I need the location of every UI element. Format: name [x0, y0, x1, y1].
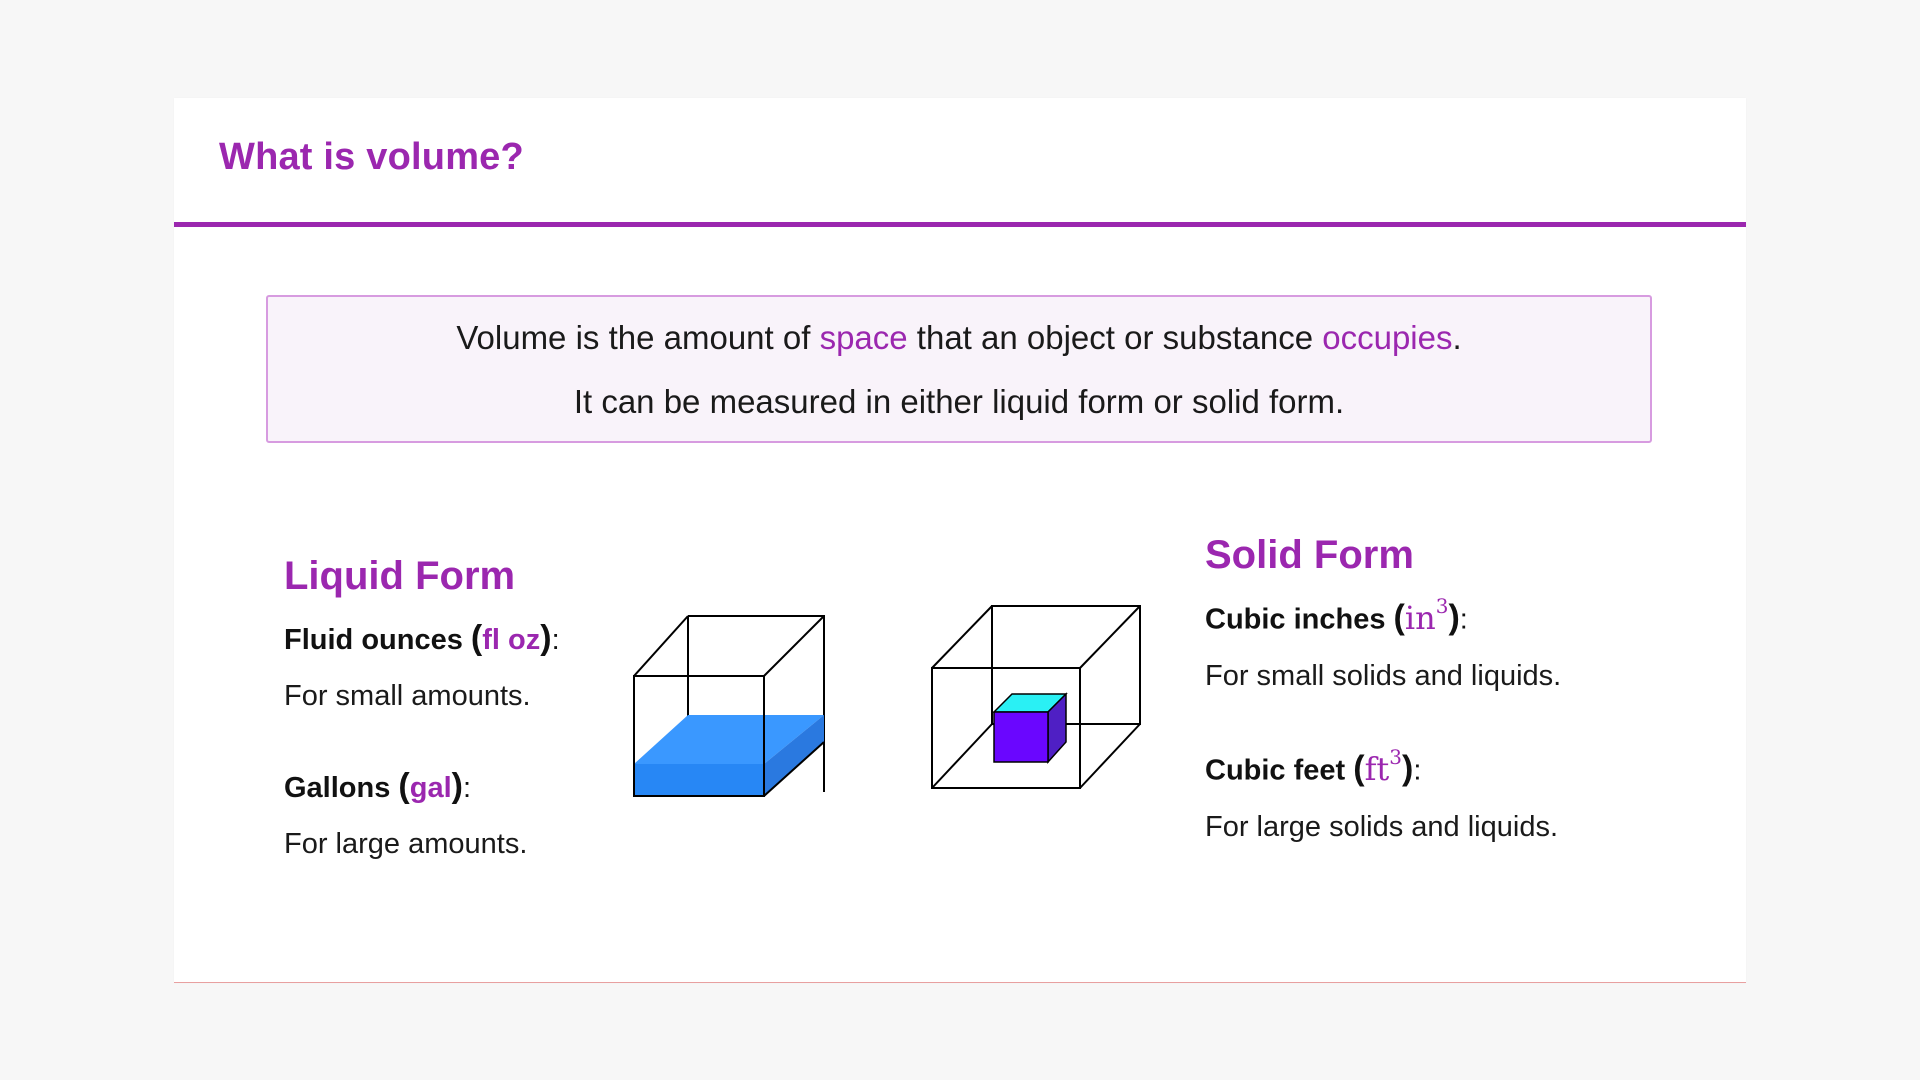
unit-base: in [1404, 598, 1436, 637]
unit-exponent: 3 [1435, 594, 1449, 618]
cube-in-cube-icon [931, 605, 1141, 789]
title-divider [174, 222, 1746, 227]
definition-text: . [1452, 319, 1462, 356]
paren-close: ) [540, 619, 552, 657]
unit-abbreviation: gal [409, 772, 452, 804]
paren-open: ( [398, 767, 410, 805]
highlight-space: space [819, 319, 908, 356]
paren-open: ( [1393, 598, 1405, 637]
unit-name: Fluid ounces [284, 624, 471, 656]
unit-name: Gallons [284, 772, 399, 804]
cubic-inches-label: Cubic inches (in3): [1205, 594, 1468, 638]
paren-close: ) [1448, 598, 1460, 637]
paren-close: ) [451, 767, 463, 805]
cubic-feet-label: Cubic feet (ft3): [1205, 745, 1422, 789]
colon: : [1413, 754, 1422, 787]
slide-title: What is volume? [219, 136, 524, 178]
highlight-occupies: occupies [1322, 319, 1453, 356]
definition-line-1: Volume is the amount of space that an ob… [268, 319, 1650, 357]
solid-block-icon [992, 692, 1068, 764]
slide: What is volume? Volume is the amount of … [174, 98, 1746, 983]
colon: : [1459, 603, 1468, 636]
unit-base: ft [1364, 749, 1390, 788]
unit-math: in3 [1404, 594, 1449, 637]
definition-text: that an object or substance [907, 319, 1323, 356]
unit-abbreviation: fl oz [482, 624, 541, 656]
unit-name: Cubic feet [1205, 754, 1354, 787]
paren-close: ) [1402, 749, 1414, 788]
gallons-description: For large amounts. [284, 828, 528, 860]
liquid-form-heading: Liquid Form [284, 554, 516, 598]
paren-open: ( [470, 619, 483, 657]
fluid-ounces-description: For small amounts. [284, 680, 531, 712]
colon: : [462, 772, 472, 804]
unit-math: ft3 [1364, 745, 1402, 788]
cubic-inches-description: For small solids and liquids. [1205, 660, 1562, 692]
unit-exponent: 3 [1389, 745, 1403, 769]
liquid-filled-cube-icon [633, 615, 825, 797]
fluid-ounces-label: Fluid ounces (fl oz): [284, 619, 560, 658]
cubic-feet-description: For large solids and liquids. [1205, 811, 1559, 843]
definition-box: Volume is the amount of space that an ob… [266, 295, 1652, 443]
paren-open: ( [1353, 749, 1365, 788]
definition-line-2: It can be measured in either liquid form… [573, 383, 1345, 420]
gallons-label: Gallons (gal): [284, 767, 471, 806]
colon: : [551, 624, 560, 656]
solid-form-heading: Solid Form [1205, 533, 1414, 577]
definition-text: Volume is the amount of [456, 319, 820, 356]
unit-name: Cubic inches [1205, 603, 1394, 636]
